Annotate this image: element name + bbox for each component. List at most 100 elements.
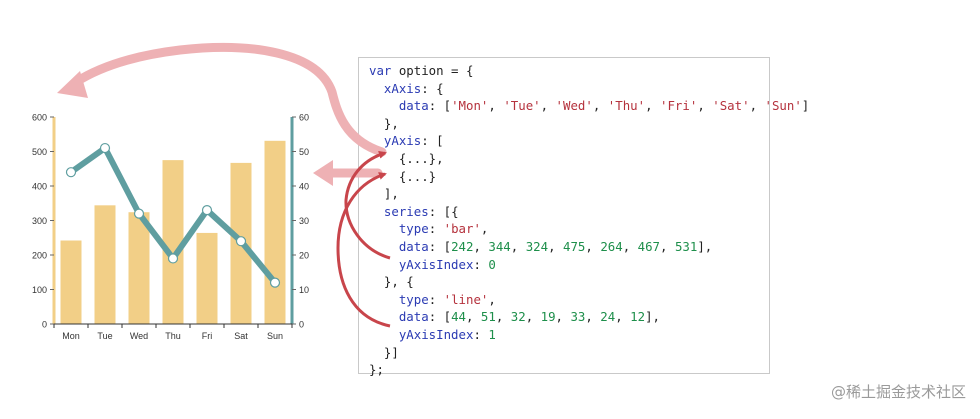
tick-label-x: Fri: [202, 331, 213, 341]
bar: [94, 205, 116, 324]
code-token: ,: [495, 309, 511, 325]
code-token: ],: [697, 238, 713, 254]
tick-label-x: Mon: [62, 331, 80, 341]
line-point: [235, 236, 247, 247]
code-token: 32: [510, 309, 526, 325]
tick-label-left: 0: [42, 320, 47, 330]
code-token: 44: [451, 309, 466, 325]
tick-label-x: Sun: [267, 331, 283, 341]
code-token: type: [398, 221, 429, 237]
bar: [196, 232, 218, 324]
code-token: }]: [369, 344, 399, 360]
bar: [128, 212, 150, 324]
code-token: 467: [637, 238, 661, 254]
code-token: 1: [488, 326, 496, 342]
code-token: ,: [480, 221, 489, 237]
bar: [60, 240, 82, 324]
code-token: ,: [466, 309, 481, 325]
code-token: 12: [630, 309, 646, 325]
code-token: [369, 309, 399, 324]
code-token: {...},: [369, 150, 444, 166]
code-token: : [{: [428, 203, 459, 219]
code-token: ,: [488, 98, 504, 114]
code-token: };: [369, 362, 384, 378]
tick-label-x: Wed: [130, 331, 148, 341]
code-token: 344: [488, 238, 511, 254]
code-line: data: [242, 344, 324, 475, 264, 467, 531…: [369, 238, 769, 256]
code-token: ,: [585, 309, 601, 325]
line-point: [65, 167, 77, 178]
code-token: :: [473, 256, 489, 272]
code-token: 'bar': [443, 221, 481, 237]
code-token: 'line': [443, 291, 489, 307]
code-token: [369, 239, 399, 254]
code-token: ,: [525, 309, 541, 325]
code-token: 'Sun': [764, 98, 802, 114]
code-token: data: [398, 309, 429, 325]
tick-label-x: Tue: [97, 331, 112, 341]
line-point: [133, 208, 145, 219]
tick-label-right: 50: [299, 147, 309, 157]
code-token: : [: [421, 133, 444, 149]
code-token: data: [398, 238, 429, 254]
code-token: 'Mon': [451, 98, 489, 114]
code-token: type: [398, 291, 429, 307]
tick-label-left: 500: [32, 147, 47, 157]
tick-label-left: 300: [32, 216, 47, 226]
code-token: [369, 98, 399, 113]
code-token: [369, 204, 384, 219]
code-panel: var option = { xAxis: { data : [ 'Mon', 'T…: [358, 57, 809, 377]
code-token: yAxisIndex: [398, 256, 474, 272]
tick-label-left: 400: [32, 182, 47, 192]
code-token: 'Thu': [607, 98, 646, 114]
code-line: xAxis: {: [369, 80, 769, 98]
code-token: :: [428, 221, 444, 237]
code-token: 'Sat': [712, 98, 750, 114]
code-token: 531: [674, 238, 698, 254]
code-token: 19: [540, 309, 556, 325]
code-token: 'Fri': [660, 98, 698, 114]
code-token: ]: [801, 98, 810, 114]
code-token: ,: [697, 98, 713, 114]
tick-label-right: 20: [299, 251, 309, 261]
code-token: : {: [421, 80, 444, 96]
bar: [264, 140, 286, 324]
code-token: ,: [555, 309, 571, 325]
code-token: ,: [749, 98, 765, 114]
code-token: {...}: [369, 168, 437, 184]
code-token: 264: [600, 238, 623, 254]
code-token: ,: [540, 98, 556, 114]
line-point: [167, 253, 179, 264]
code-token: ,: [660, 238, 675, 254]
code-token: ,: [510, 238, 526, 254]
code-line: yAxisIndex: 0: [369, 256, 769, 274]
tick-label-left: 200: [32, 251, 47, 261]
code-token: 33: [570, 309, 586, 325]
line-point: [99, 142, 111, 154]
code-token: :: [428, 291, 444, 307]
code-token: 324: [525, 238, 549, 254]
code-token: var: [369, 63, 399, 78]
tick-label-left: 100: [32, 285, 47, 295]
code-token: 'Wed': [555, 98, 593, 114]
code-token: yAxisIndex: [398, 326, 474, 342]
code-line: type: 'bar',: [369, 220, 769, 238]
code-token: ,: [645, 98, 661, 114]
code-token: data: [398, 98, 429, 114]
code-line: yAxis: [: [369, 132, 769, 150]
code-line: {...},: [369, 150, 769, 168]
code-line: }, {: [369, 273, 769, 291]
code-token: yAxis: [383, 133, 422, 149]
code-line: },: [369, 115, 769, 133]
code-line: var option = {: [369, 62, 769, 80]
code-line: {...}: [369, 168, 769, 186]
code-token: ],: [645, 309, 660, 325]
code-line: };: [369, 361, 769, 379]
code-token: :: [473, 326, 489, 342]
tick-label-left: 600: [32, 113, 47, 123]
bar: [162, 160, 184, 324]
code-token: [369, 327, 399, 342]
code-token: ,: [488, 291, 496, 307]
code-token: ],: [369, 186, 399, 202]
